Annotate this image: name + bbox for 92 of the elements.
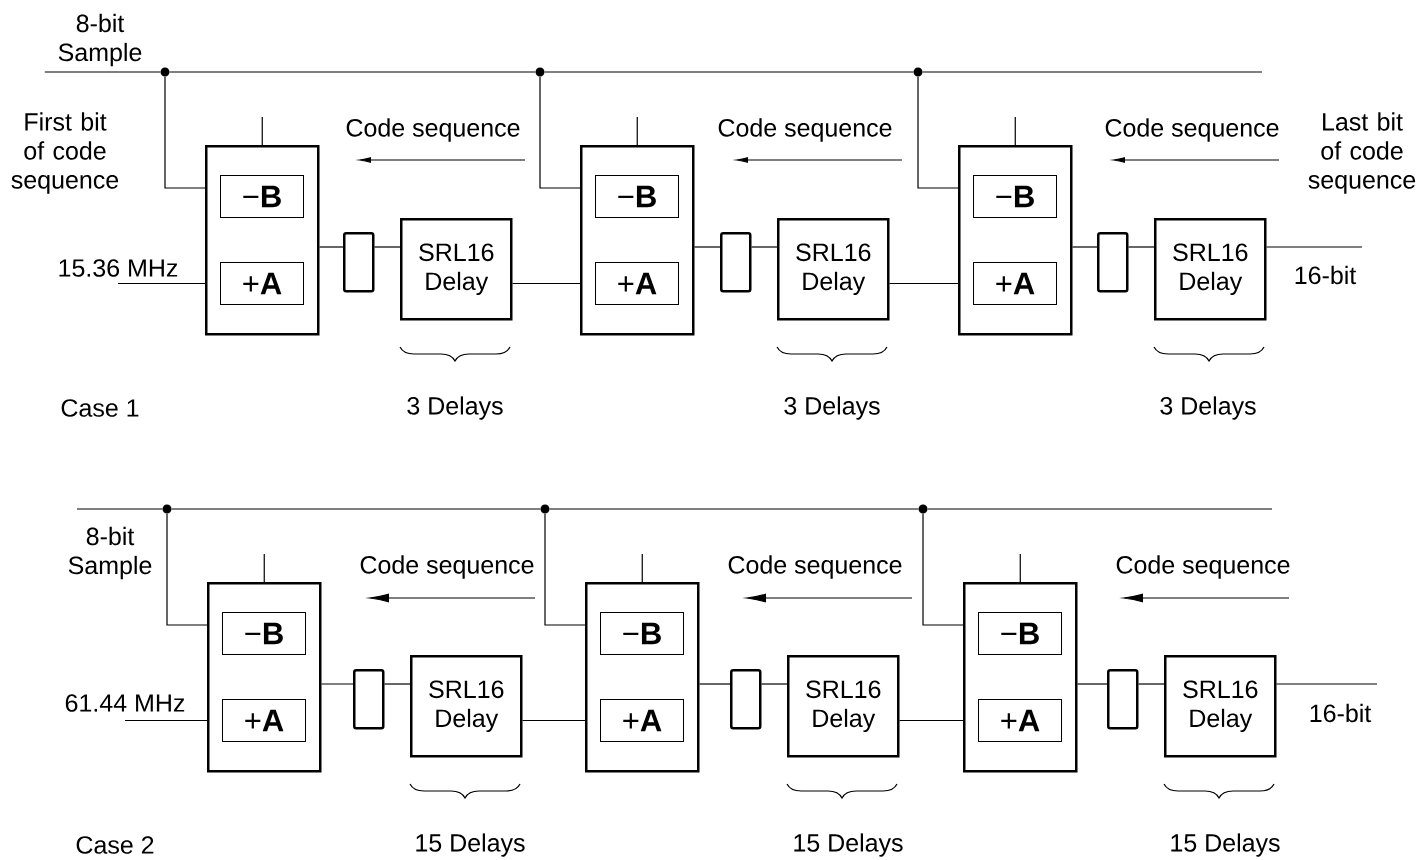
delay-count: 3 Delays (407, 396, 503, 420)
adder-block (958, 145, 1073, 336)
connector-line (922, 513, 964, 626)
connector-line (1275, 683, 1378, 685)
connector-line (888, 282, 959, 285)
case-label: Case 1 (61, 399, 139, 417)
direction-label: Code sequence (1116, 555, 1290, 579)
connector-line (117, 282, 206, 285)
delay-box: SRL16 Delay (410, 655, 523, 758)
connector-line (263, 553, 265, 583)
delay-count: 3 Delays (1160, 396, 1256, 420)
direction-label: Code sequence (718, 118, 892, 142)
connector-line (521, 719, 586, 722)
adder-block (963, 582, 1078, 773)
connector-line (1076, 683, 1108, 685)
adder-block (207, 582, 322, 773)
signal-label: 15.36 MHz (59, 259, 178, 277)
connector-line (169, 71, 536, 73)
direction-label: Code sequence (360, 555, 534, 579)
connector-line (693, 246, 721, 248)
connector-line (171, 508, 541, 510)
connector-line (1265, 246, 1363, 248)
register-box (730, 669, 762, 730)
connector-line (318, 246, 344, 248)
operand-box: +A (600, 699, 684, 742)
connector-line (44, 71, 161, 73)
register-box (720, 232, 752, 293)
adder-block (205, 145, 320, 336)
connector-line (636, 116, 638, 146)
delay-box: SRL16 Delay (400, 218, 513, 321)
connector-line (698, 683, 731, 685)
connector-line (261, 116, 263, 146)
register-box (343, 232, 375, 293)
delay-box: SRL16 Delay (787, 655, 900, 758)
connector-line (898, 719, 964, 722)
connector-line (76, 508, 163, 510)
connector-line (1019, 553, 1021, 583)
delay-count: 15 Delays (1171, 833, 1280, 857)
delay-box: SRL16 Delay (1154, 218, 1267, 321)
adder-block (580, 145, 695, 336)
connector-line (1071, 246, 1098, 248)
operand-box: −B (973, 175, 1057, 218)
operand-box: +A (973, 262, 1057, 305)
connector-line (511, 282, 581, 285)
connector-line (383, 683, 411, 685)
delay-count: 3 Delays (784, 396, 880, 420)
operand-box: +A (595, 262, 679, 305)
delay-count: 15 Delays (416, 833, 525, 857)
connector-line (166, 513, 208, 626)
operand-box: −B (595, 175, 679, 218)
signal-label: 61.44 MHz (65, 694, 185, 712)
signal-label: 16-bit (1295, 265, 1357, 285)
delay-box: SRL16 Delay (1164, 655, 1277, 758)
operand-box: +A (220, 262, 304, 305)
connector-line (1014, 116, 1016, 146)
direction-label: Code sequence (346, 118, 520, 142)
operand-box: −B (600, 612, 684, 655)
connector-line (320, 683, 354, 685)
connector-line (750, 246, 778, 248)
connector-line (1137, 683, 1165, 685)
signal-label: 8-bit Sample (68, 526, 152, 580)
operand-box: −B (978, 612, 1062, 655)
connector-line (539, 76, 581, 189)
note-text: First bit of code sequence (11, 112, 119, 194)
connector-line (549, 508, 919, 510)
note-text: Last bit of code sequence (1308, 112, 1416, 194)
connector-line (641, 553, 643, 583)
connector-line (1127, 246, 1155, 248)
operand-box: −B (220, 175, 304, 218)
signal-label: 16-bit (1310, 703, 1372, 723)
operand-box: −B (222, 612, 306, 655)
connector-line (164, 76, 206, 189)
signal-label: 8-bit Sample (58, 13, 142, 67)
direction-label: Code sequence (1105, 118, 1279, 142)
connector-line (373, 246, 401, 248)
register-box (353, 669, 385, 730)
connector-line (760, 683, 788, 685)
connector-line (124, 719, 208, 722)
connector-line (544, 71, 914, 73)
adder-block (585, 582, 700, 773)
register-box (1097, 232, 1129, 293)
register-box (1107, 669, 1139, 730)
delay-count: 15 Delays (794, 833, 903, 857)
connector-line (922, 71, 1263, 73)
connector-line (927, 508, 1273, 510)
operand-box: +A (222, 699, 306, 742)
case-label: Case 2 (76, 836, 154, 854)
delay-box: SRL16 Delay (777, 218, 890, 321)
connector-line (917, 76, 959, 189)
connector-line (544, 513, 586, 626)
operand-box: +A (978, 699, 1062, 742)
direction-label: Code sequence (728, 555, 902, 579)
